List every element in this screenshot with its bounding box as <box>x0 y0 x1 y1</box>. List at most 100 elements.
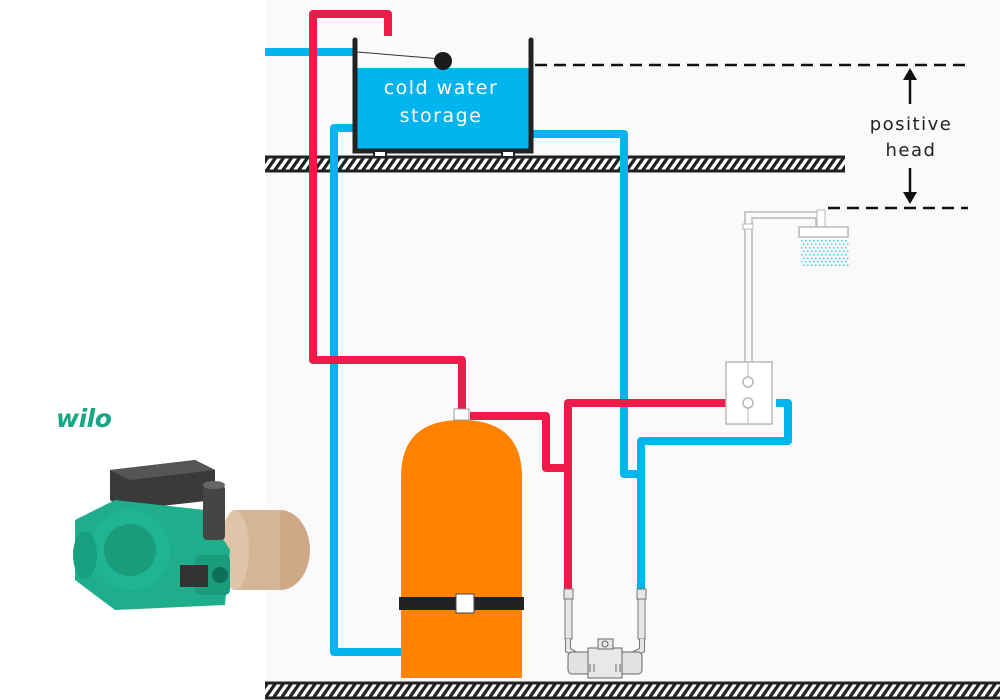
water-droplet <box>827 257 829 259</box>
water-droplet <box>805 247 807 249</box>
float-arm <box>356 51 443 60</box>
water-droplet <box>819 264 821 266</box>
ground-floor <box>265 681 1000 700</box>
water-droplet <box>821 247 823 249</box>
water-droplet <box>809 261 811 263</box>
water-droplet <box>829 254 831 256</box>
water-droplet <box>807 250 809 252</box>
water-droplet <box>805 261 807 263</box>
water-droplet <box>835 243 837 245</box>
water-droplet <box>847 257 849 259</box>
water-droplet <box>833 254 835 256</box>
water-droplet <box>835 264 837 266</box>
water-droplet <box>825 247 827 249</box>
water-droplet <box>813 247 815 249</box>
upper-floor <box>265 155 845 173</box>
water-droplet <box>837 247 839 249</box>
water-droplet <box>807 243 809 245</box>
water-droplet <box>835 257 837 259</box>
water-droplet <box>801 261 803 263</box>
pump-motor <box>221 510 310 590</box>
water-droplet <box>809 254 811 256</box>
water-droplet <box>833 247 835 249</box>
water-droplet <box>807 264 809 266</box>
water-droplet <box>833 261 835 263</box>
water-droplet <box>815 250 817 252</box>
water-droplet <box>827 264 829 266</box>
water-droplet <box>813 261 815 263</box>
water-droplet <box>829 247 831 249</box>
water-droplet <box>823 257 825 259</box>
vent-pipe <box>309 10 466 410</box>
water-droplet <box>821 261 823 263</box>
water-droplet <box>801 240 803 242</box>
water-droplet <box>841 261 843 263</box>
cold-water-pipes <box>265 48 792 656</box>
water-droplet <box>839 257 841 259</box>
water-droplet <box>803 257 805 259</box>
water-droplet <box>843 264 845 266</box>
water-droplet <box>817 254 819 256</box>
water-droplet <box>841 240 843 242</box>
water-droplet <box>805 240 807 242</box>
water-droplet <box>813 254 815 256</box>
hot-feed-to-pump <box>564 399 726 590</box>
water-droplet <box>845 254 847 256</box>
water-droplet <box>845 247 847 249</box>
water-droplet <box>831 250 833 252</box>
water-droplet <box>837 261 839 263</box>
shower-pump <box>563 588 647 679</box>
water-droplet <box>827 250 829 252</box>
water-droplet <box>819 250 821 252</box>
water-droplet <box>845 240 847 242</box>
water-droplet <box>809 240 811 242</box>
water-droplet <box>807 257 809 259</box>
water-droplet <box>821 254 823 256</box>
pressure-switch <box>180 481 225 587</box>
water-droplet <box>825 254 827 256</box>
water-droplet <box>803 264 805 266</box>
water-droplet <box>817 261 819 263</box>
head-label-line1: positive <box>870 114 953 135</box>
water-droplet <box>831 264 833 266</box>
water-droplet <box>801 254 803 256</box>
water-droplet <box>819 243 821 245</box>
water-droplet <box>815 243 817 245</box>
shower-head <box>742 209 849 362</box>
water-droplet <box>811 243 813 245</box>
water-droplet <box>823 250 825 252</box>
water-droplet <box>809 247 811 249</box>
water-droplet <box>827 243 829 245</box>
water-droplet <box>843 257 845 259</box>
tank-label-line1: cold water <box>384 77 499 99</box>
water-droplet <box>811 257 813 259</box>
arrow-down-icon <box>903 192 917 204</box>
water-droplet <box>847 264 849 266</box>
head-label-line2: head <box>886 140 937 161</box>
water-droplet <box>803 243 805 245</box>
cylinder-top-fitting <box>453 408 470 421</box>
water-droplet <box>805 254 807 256</box>
water-droplet <box>811 250 813 252</box>
float-ball <box>434 52 452 70</box>
water-spray <box>801 240 849 266</box>
water-droplet <box>835 250 837 252</box>
water-droplet <box>831 257 833 259</box>
water-droplet <box>821 240 823 242</box>
positive-head-annotation: positive head <box>535 63 968 210</box>
water-droplet <box>829 240 831 242</box>
water-droplet <box>817 240 819 242</box>
pump-control-box <box>110 460 215 510</box>
water-droplet <box>815 257 817 259</box>
hot-water-pipes <box>309 10 726 590</box>
water-droplet <box>837 240 839 242</box>
water-droplet <box>841 247 843 249</box>
pump-product-image <box>73 460 310 610</box>
water-droplet <box>845 261 847 263</box>
hot-water-cylinder <box>399 408 524 678</box>
water-droplet <box>815 264 817 266</box>
cold-feed-to-cylinder <box>330 124 402 656</box>
water-droplet <box>843 250 845 252</box>
water-droplet <box>843 243 845 245</box>
